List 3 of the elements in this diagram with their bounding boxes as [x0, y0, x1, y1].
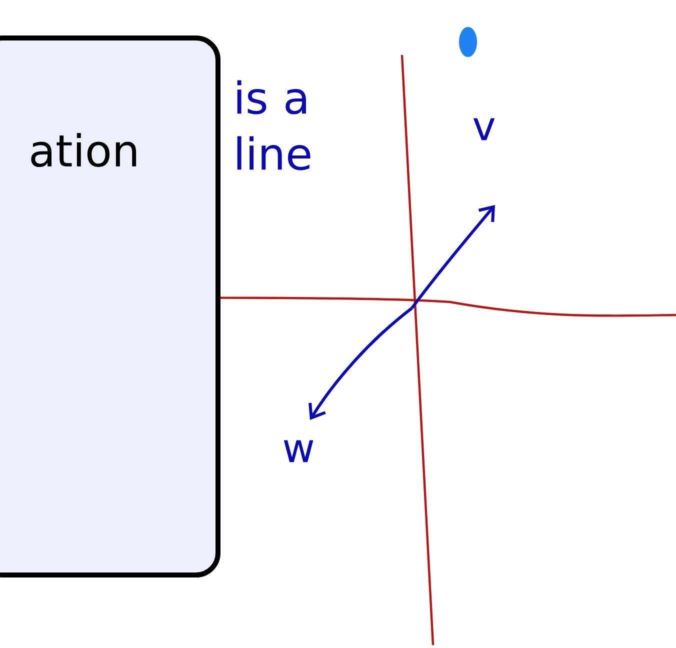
rounded-box: ation — [0, 36, 220, 578]
vector-label: w — [284, 440, 314, 462]
vector-label: v — [473, 118, 495, 140]
